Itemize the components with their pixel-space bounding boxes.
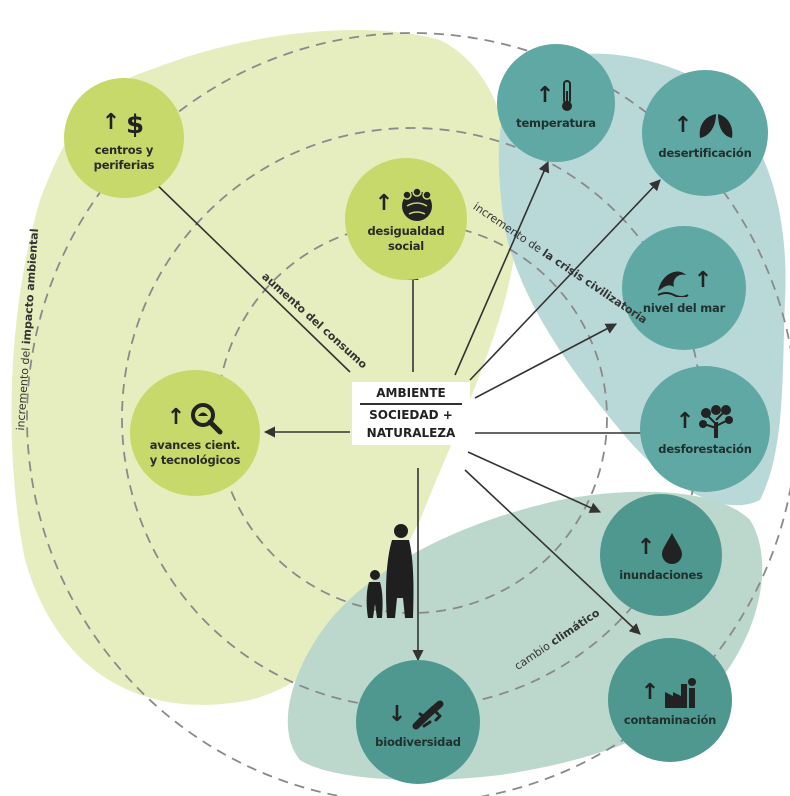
node-nivel-del-mar: ↑ nivel del mar	[622, 226, 746, 350]
node-label: desertificación	[658, 145, 752, 160]
trend-up-arrow: ↑	[374, 191, 394, 216]
trend-up-arrow: ↑	[675, 408, 695, 434]
node-biodiversidad: ↓ biodiversidad	[356, 660, 480, 784]
node-temperatura: ↑ temperatura	[497, 44, 615, 162]
node-label: contaminación	[623, 712, 717, 727]
node-inundaciones: ↑ inundaciones	[600, 494, 722, 616]
trend-up-arrow: ↑	[673, 112, 693, 138]
center-label: AMBIENTE SOCIEDAD + NATURALEZA	[352, 382, 470, 445]
trend-up-arrow: ↑	[535, 82, 555, 108]
magnifier-icon	[191, 403, 223, 435]
leaves-icon	[699, 113, 733, 138]
node-label: centros y periferias	[93, 143, 155, 172]
arrow-to-centros	[149, 177, 351, 373]
trend-up-arrow: ↑	[636, 534, 656, 560]
node-label: desigualdad social	[367, 224, 445, 253]
node-centros-periferias: ↑ $ centros y periferias	[64, 78, 184, 198]
trend-up-arrow: ↑	[101, 110, 121, 135]
tree-icon	[699, 404, 734, 438]
trend-up-arrow: ↑	[640, 679, 660, 705]
center-title: AMBIENTE	[360, 386, 462, 405]
trend-down-arrow: ↓	[387, 701, 407, 727]
node-label: inundaciones	[619, 567, 703, 582]
drop-icon	[662, 532, 683, 564]
wave-icon	[657, 271, 689, 297]
arrow-to-desertificacion	[469, 179, 661, 381]
node-label: desforestación	[658, 441, 752, 456]
node-contaminacion: ↑ contaminación	[608, 638, 732, 762]
arrow-to-nivel-mar	[474, 323, 617, 399]
arrow-to-temperatura	[454, 160, 550, 376]
thermometer-icon	[562, 79, 573, 111]
node-label: nivel del mar	[642, 300, 726, 315]
outer-ring	[26, 32, 790, 796]
arrow-to-contaminacion	[464, 469, 641, 635]
arrow-to-inundaciones	[467, 451, 602, 513]
gecko-icon	[412, 700, 444, 729]
node-label: avances cient. y tecnológicos	[149, 438, 241, 467]
center-subtitle-2: NATURALEZA	[366, 426, 456, 440]
dollar-icon: $	[126, 110, 144, 138]
people-globe-icon	[402, 187, 433, 221]
node-desigualdad-social: ↑ desigualdad social	[345, 158, 467, 280]
center-subtitle-1: SOCIEDAD +	[369, 408, 453, 422]
node-desforestacion: ↑ desforestación	[640, 366, 770, 492]
node-label: biodiversidad	[375, 734, 461, 749]
svg-text:$: $	[126, 110, 144, 138]
people-silhouette	[366, 524, 414, 618]
node-avances-cientificos: ↑ avances cient. y tecnológicos	[130, 370, 260, 496]
trend-up-arrow: ↑	[693, 267, 713, 293]
node-label: temperatura	[516, 115, 596, 130]
trend-up-arrow: ↑	[166, 405, 186, 430]
factory-icon	[665, 677, 697, 708]
node-desertificacion: ↑ desertificación	[642, 70, 768, 196]
